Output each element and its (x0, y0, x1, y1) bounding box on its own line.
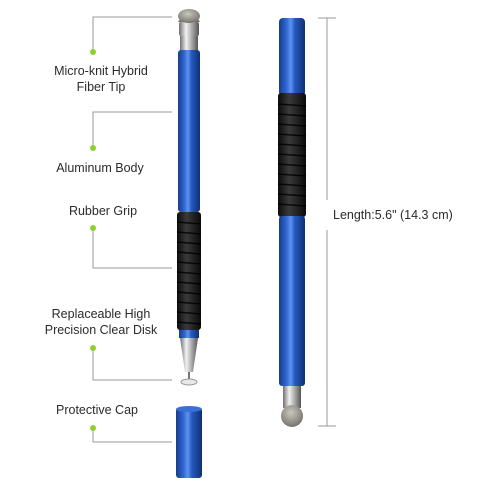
assembled-top (279, 18, 305, 96)
callout-bullets (90, 49, 96, 431)
chrome-collar (180, 36, 198, 52)
chrome-tip-cone (180, 338, 198, 372)
leader-line-disk (92, 348, 172, 381)
bullet-dot (90, 225, 96, 231)
label-clear-disk: Replaceable High Precision Clear Disk (36, 306, 166, 338)
label-protective-cap: Protective Cap (56, 403, 138, 417)
bullet-dot (90, 49, 96, 55)
leader-line-body (92, 111, 172, 148)
label-clear-disk-line1: Replaceable High (51, 307, 151, 321)
fiber-tip-icon (178, 9, 200, 36)
assembled-grip (277, 93, 307, 217)
assembled-fiber-tip-icon (281, 405, 303, 427)
label-fiber-tip-line2: Fiber Tip (76, 80, 126, 94)
label-clear-disk-line2: Precision Clear Disk (44, 323, 158, 337)
leader-lines (92, 16, 172, 443)
pen-assembled (277, 18, 307, 427)
leader-line-tip (92, 16, 172, 52)
label-fiber-tip: Micro-knit Hybrid Fiber Tip (40, 63, 162, 95)
bullet-dot (90, 145, 96, 151)
leader-line-grip (92, 228, 172, 269)
aluminum-body (178, 50, 200, 212)
assembled-collar (283, 386, 301, 408)
clear-disk-icon (180, 378, 198, 386)
protective-cap (176, 406, 202, 478)
label-rubber-grip: Rubber Grip (68, 204, 138, 218)
leader-line-cap (92, 428, 172, 443)
length-dimension (318, 17, 336, 427)
pen-disassembled (176, 9, 202, 386)
label-length: Length:5.6" (14.3 cm) (333, 208, 453, 222)
bullet-dot (90, 345, 96, 351)
bullet-dot (90, 425, 96, 431)
label-fiber-tip-line1: Micro-knit Hybrid (54, 64, 148, 78)
lower-body (179, 330, 199, 338)
rubber-grip (176, 212, 202, 330)
assembled-body (279, 216, 305, 386)
label-aluminum-body: Aluminum Body (56, 161, 144, 175)
